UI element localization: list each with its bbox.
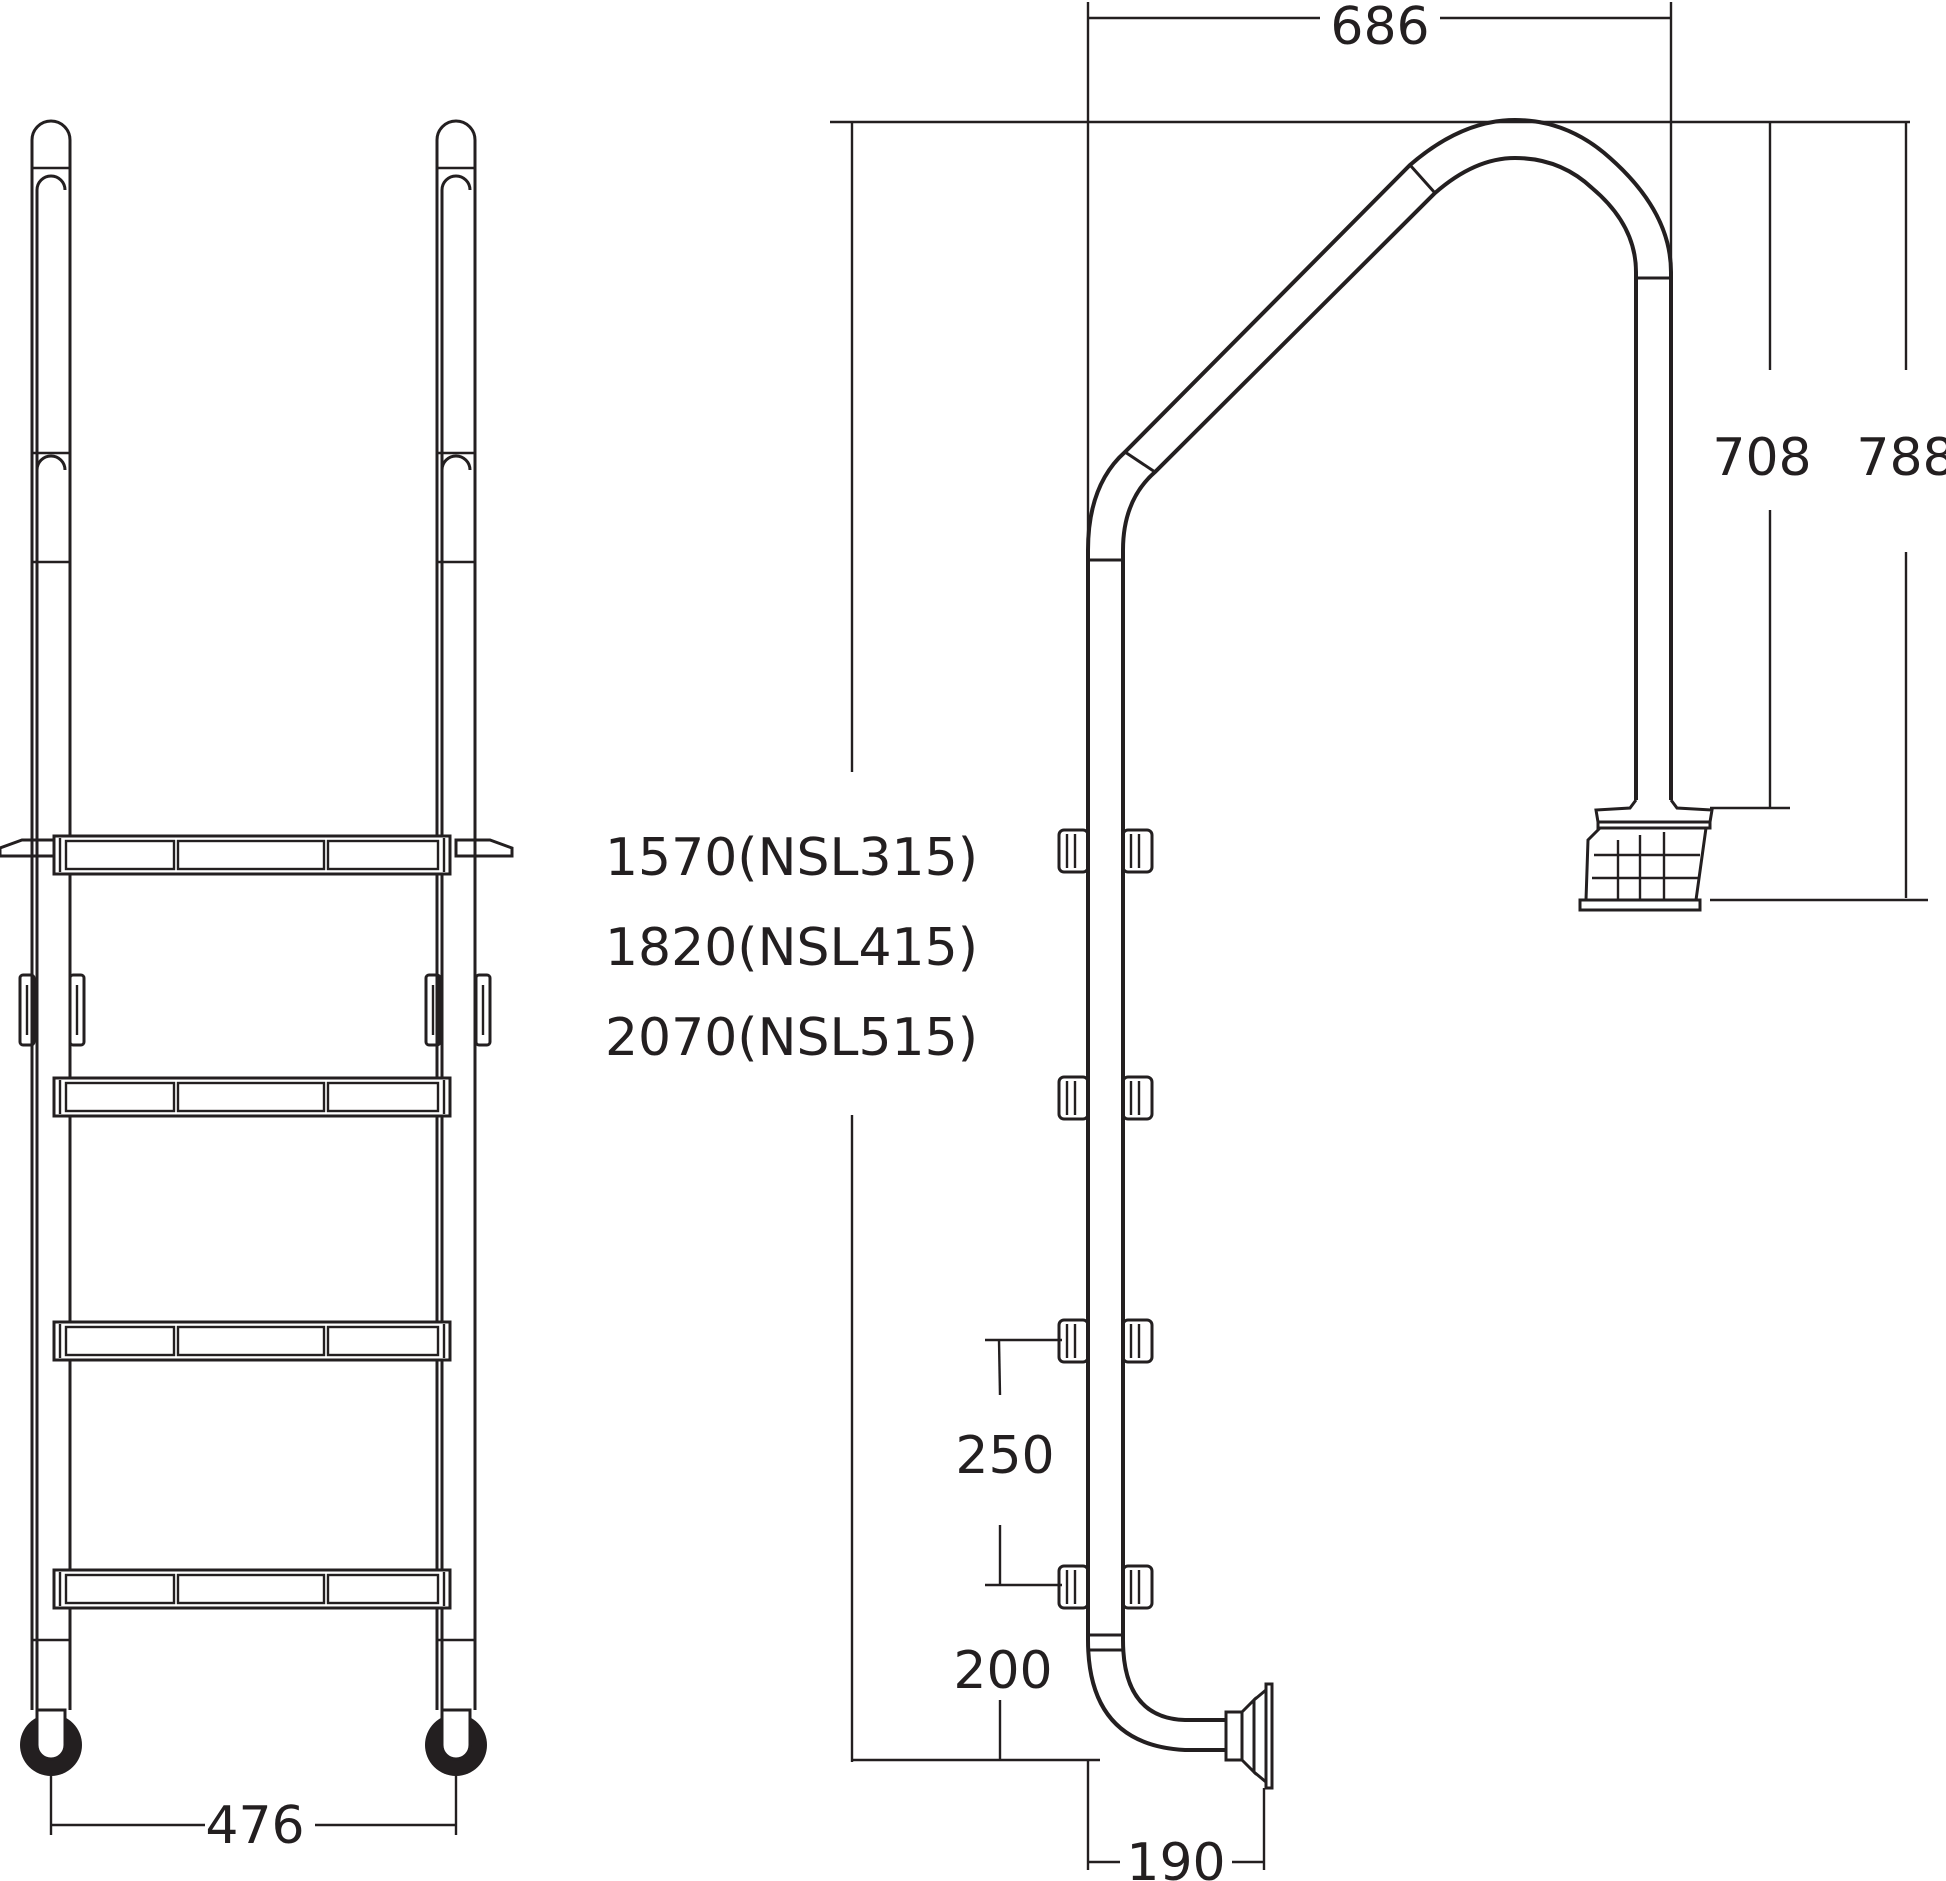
front-tread [52,1320,452,1362]
front-view: 476 [0,119,514,1856]
side-deck-anchor [1578,799,1714,912]
front-tread [52,834,452,876]
model-1570-label: 1570(NSL315) [605,828,978,888]
front-left-bracket [18,973,86,1047]
front-right-rail [435,119,477,1710]
front-right-foot [425,1708,487,1776]
model-2070-label: 2070(NSL515) [605,1008,978,1068]
step-spacing-label: 250 [955,1426,1054,1486]
top-width-label: 686 [1330,0,1429,57]
side-step-bracket [1057,1318,1154,1364]
ladder-width-label: 476 [205,1796,304,1856]
side-step-bracket [1057,1564,1154,1610]
ladder-width-dimension: 476 [49,1770,458,1856]
front-right-bracket [424,973,492,1047]
front-left-wall-flange [0,838,56,858]
overall-height-dimension: 1570(NSL315) 1820(NSL415) 2070(NSL515) [605,122,1100,1762]
front-left-rail [30,119,72,1710]
front-tread [52,1076,452,1118]
step-spacing-dimension: 250 [955,1338,1062,1587]
side-bottom-curve [1086,1639,1226,1752]
model-1820-label: 1820(NSL415) [605,918,978,978]
side-handrail-inner [1121,155,1638,1640]
top-width-dimension: 686 [1086,0,1673,1640]
height-788-dimension: 788 [1710,122,1946,902]
front-treads [52,834,452,1610]
bottom-step-label: 200 [953,1641,1052,1701]
base-offset-dimension: 190 [1086,1760,1266,1881]
side-step-bracket [1057,828,1154,874]
front-left-foot [20,1708,82,1776]
height-708-dimension: 708 [1710,122,1812,810]
base-offset-label: 190 [1126,1833,1225,1881]
side-step-bracket [1057,1075,1154,1121]
side-wall-escutcheon [1224,1682,1274,1790]
height-708-label: 708 [1712,428,1811,488]
front-tread [52,1568,452,1610]
side-view: 686 708 788 1570(NSL315) 1820(NSL415) 20… [605,0,1946,1881]
side-step-brackets [1057,828,1154,1610]
side-handrail-outer [1086,117,1673,1640]
height-788-label: 788 [1856,428,1946,488]
bottom-step-dimension: 200 [953,1641,1053,1760]
front-right-wall-flange [454,838,514,858]
